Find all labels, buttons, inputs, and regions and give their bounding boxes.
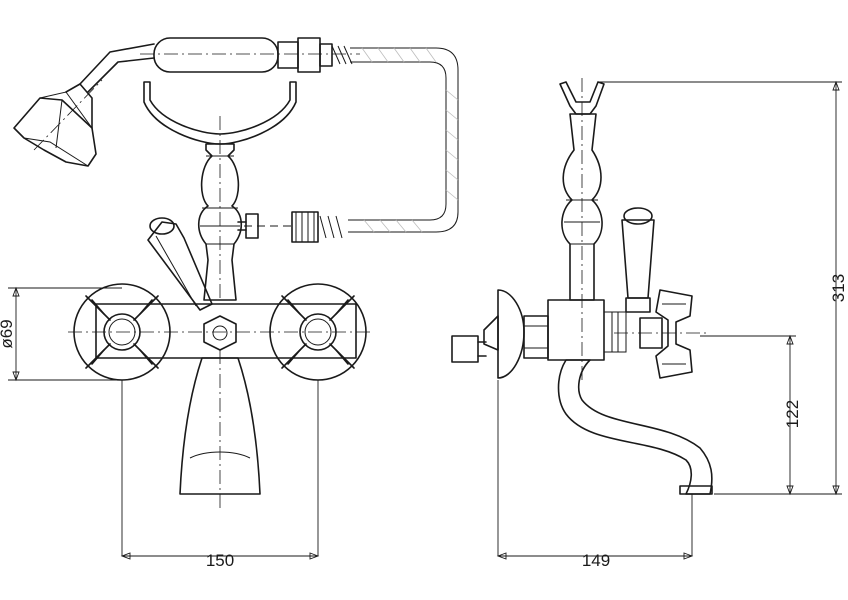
shower-arm <box>79 43 155 85</box>
shower-head <box>13 79 103 167</box>
handshower-grip <box>140 37 360 73</box>
dimension-diameter-69: ø69 <box>0 319 16 348</box>
side-lever <box>621 207 655 313</box>
dimension-lines-front <box>8 286 320 560</box>
side-body <box>547 299 605 361</box>
side-cross-handle <box>639 289 693 379</box>
riser-column <box>197 143 243 301</box>
spout-front <box>179 357 261 495</box>
side-wall-connector <box>451 289 549 379</box>
side-hook <box>559 81 605 115</box>
dimension-149: 149 <box>582 551 610 570</box>
center-hex-nut <box>203 315 237 351</box>
dimension-lines-side <box>496 80 842 560</box>
diverter-lever <box>147 217 213 311</box>
shower-hose <box>348 47 459 233</box>
shower-cradle <box>143 81 297 145</box>
front-view: 150 ø69 <box>0 37 459 570</box>
dimension-313: 313 <box>829 274 848 302</box>
dimension-150: 150 <box>206 551 234 570</box>
dimension-122: 122 <box>783 400 802 428</box>
hose-connector <box>237 211 343 243</box>
side-view: 149 313 122 <box>451 78 848 570</box>
side-spout <box>557 359 713 495</box>
mixer-body <box>95 303 357 359</box>
